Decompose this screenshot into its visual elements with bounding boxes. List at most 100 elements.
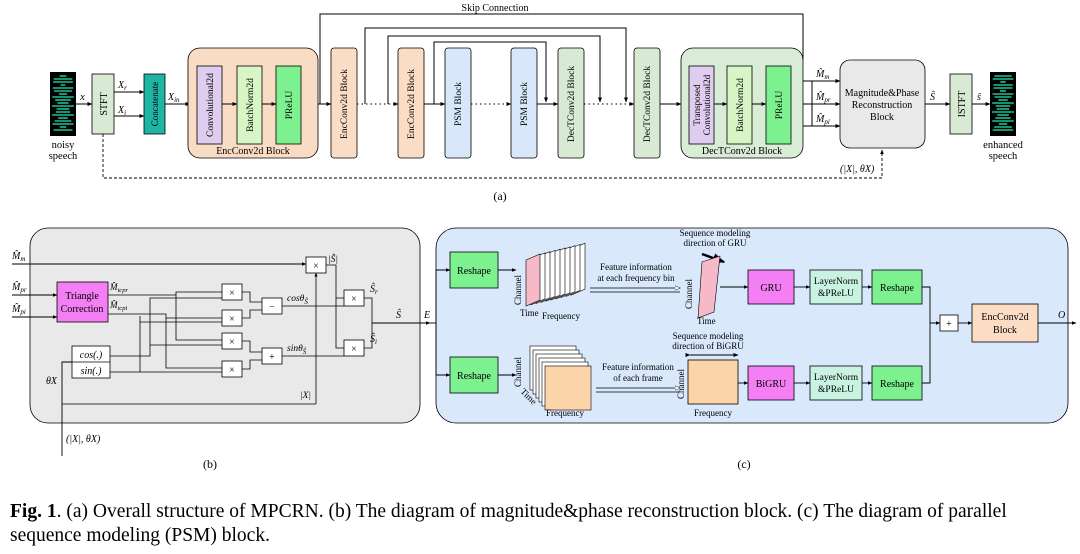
bottom-channel-label: Channel	[513, 357, 523, 387]
enc-batchnorm-box	[236, 65, 263, 145]
mpr-label: M̂pr	[815, 90, 831, 104]
b-mm-label: M̂m	[11, 249, 25, 263]
mpr-block-label-2: Reconstruction	[852, 100, 913, 111]
feat-freq-label-2: at each frequency bin	[597, 273, 675, 283]
dec-caption: DecTConv2d Block	[702, 146, 782, 157]
sin-theta-label: sinθŜ	[287, 344, 307, 356]
panel-b: M̂m M̂pr M̂pi Triangle Correction M̂tcpr…	[11, 227, 431, 471]
bigru-label: BiGRU	[756, 379, 787, 390]
mpi-label: M̂pi	[815, 112, 830, 126]
istft-label: ISTFT	[957, 91, 968, 118]
gru-slice	[697, 255, 721, 319]
triangle-label-2: Correction	[61, 304, 104, 315]
gru-direction-arrow	[701, 252, 726, 264]
reshape-top-1-label: Reshape	[457, 266, 491, 277]
b-s-out-label: Ŝ	[396, 309, 401, 321]
encconv-block-2-label: EncConv2d Block	[407, 69, 417, 139]
gru-box	[747, 269, 795, 305]
b-tcpi-label: M̂tcpi	[109, 300, 127, 312]
psm-block-2	[510, 47, 538, 159]
reshape-bottom-1-label: Reshape	[457, 371, 491, 382]
enc-prelu-label: PReLU	[285, 91, 295, 120]
reshape-top-2	[871, 269, 923, 305]
enhanced-label-1: enhanced	[983, 140, 1023, 151]
bottom-frequency-label: Frequency	[546, 408, 584, 418]
noisy-label-1: noisy	[52, 140, 76, 151]
psm-block-1-label: PSM Block	[454, 82, 464, 126]
b-sum-lines	[242, 291, 262, 370]
mpcrn-figure: noisy speech x STFT Xr Xi Concatenate Xi…	[11, 3, 1077, 471]
s-hat-label: Ŝ	[930, 91, 935, 103]
gru-label: GRU	[760, 283, 782, 294]
skip-connections	[319, 13, 804, 104]
dec-batchnorm-box	[726, 65, 753, 145]
minus-symbol: −	[269, 302, 275, 313]
abs-x-label: |X|	[300, 391, 311, 401]
figure-caption: Fig. 1. (a) Overall structure of MPCRN. …	[10, 500, 1072, 548]
dec-prelu-box	[765, 65, 792, 145]
enc-out-label-2: Block	[993, 325, 1017, 336]
b-input-label: (|X|, θX)	[66, 434, 101, 445]
xr-label: Xr	[117, 80, 127, 92]
seq-bigru-label-1: Sequence modeling	[673, 331, 744, 341]
abs-s-label: |Ŝ|	[328, 253, 338, 265]
reshape-bottom-2-label: Reshape	[880, 379, 914, 390]
seq-gru-label-2: direction of GRU	[684, 238, 747, 248]
top-to-sum-arrow	[922, 286, 941, 325]
enc-conv2d-box	[196, 65, 223, 145]
panel-a-label: (a)	[493, 189, 506, 203]
mag-to-i-line	[335, 298, 344, 349]
s-i-label: Ŝi	[370, 333, 377, 346]
reshape-top-2-label: Reshape	[880, 283, 914, 294]
panel-b-label: (b)	[203, 457, 217, 471]
reshape-top-1	[449, 251, 499, 289]
bottom-to-sum-line	[922, 323, 931, 384]
c-top-branch	[435, 268, 451, 323]
top-frequency-label: Frequency	[542, 311, 580, 321]
x-label: x	[79, 91, 85, 103]
gru-time-label: Time	[697, 316, 716, 326]
encconv-block-1	[330, 47, 358, 159]
cos-label: cos(.)	[80, 350, 103, 361]
frequency-slice	[525, 253, 541, 307]
dec-prelu-label: PReLU	[775, 91, 785, 120]
time-frame	[544, 365, 592, 411]
dec-tconv-box	[688, 65, 715, 145]
top-channel-label: Channel	[513, 275, 523, 305]
skip-line-outer	[319, 13, 804, 104]
b-routing-lines	[108, 291, 222, 373]
bigru-frequency-label: Frequency	[694, 408, 732, 418]
triangle-correction-box	[56, 281, 109, 323]
dec-tconv-label-1: Transposed	[692, 84, 702, 126]
layernorm-top-label-2: &PReLU	[818, 289, 854, 299]
sum-symbol: +	[946, 319, 952, 330]
panel-a: noisy speech x STFT Xr Xi Concatenate Xi…	[49, 3, 1024, 203]
theta-x-label: θX	[46, 376, 58, 387]
s-r-label: Ŝr	[370, 283, 378, 296]
noisy-label-2: speech	[49, 151, 78, 162]
enc-caption: EncConv2d Block	[216, 146, 290, 157]
enc-out-box	[971, 303, 1039, 343]
imag-mult-symbol: ×	[351, 344, 357, 355]
top-time-label: Time	[520, 308, 539, 318]
frequency-slices-stack	[525, 242, 586, 307]
panel-c-label: (c)	[737, 457, 750, 471]
enhanced-spectrogram-icon	[990, 72, 1016, 136]
layernorm-bottom-box	[809, 365, 863, 401]
reshape-bottom-2	[871, 365, 923, 401]
xin-label: Xin	[167, 92, 180, 104]
mag-mult-symbol: ×	[313, 261, 319, 272]
feat-frame-label-1: Feature information	[602, 362, 674, 372]
sin-label: sin(.)	[81, 366, 103, 377]
dec-tconv-label-2: Convolutional2d	[702, 74, 712, 135]
caption-text: . (a) Overall structure of MPCRN. (b) Th…	[10, 501, 1007, 546]
feat-freq-label-1: Feature information	[600, 262, 672, 272]
skip-line-3	[387, 35, 602, 104]
mpr-block-label-3: Block	[870, 112, 894, 123]
triangle-label-1: Triangle	[65, 291, 99, 302]
e-label: E	[423, 310, 430, 321]
psm-block-1	[444, 47, 472, 159]
feedback-label: (|X|, θX)	[840, 164, 875, 175]
b-mpr-label: M̂pr	[11, 280, 27, 294]
layernorm-bottom-label-2: &PReLU	[818, 385, 854, 395]
